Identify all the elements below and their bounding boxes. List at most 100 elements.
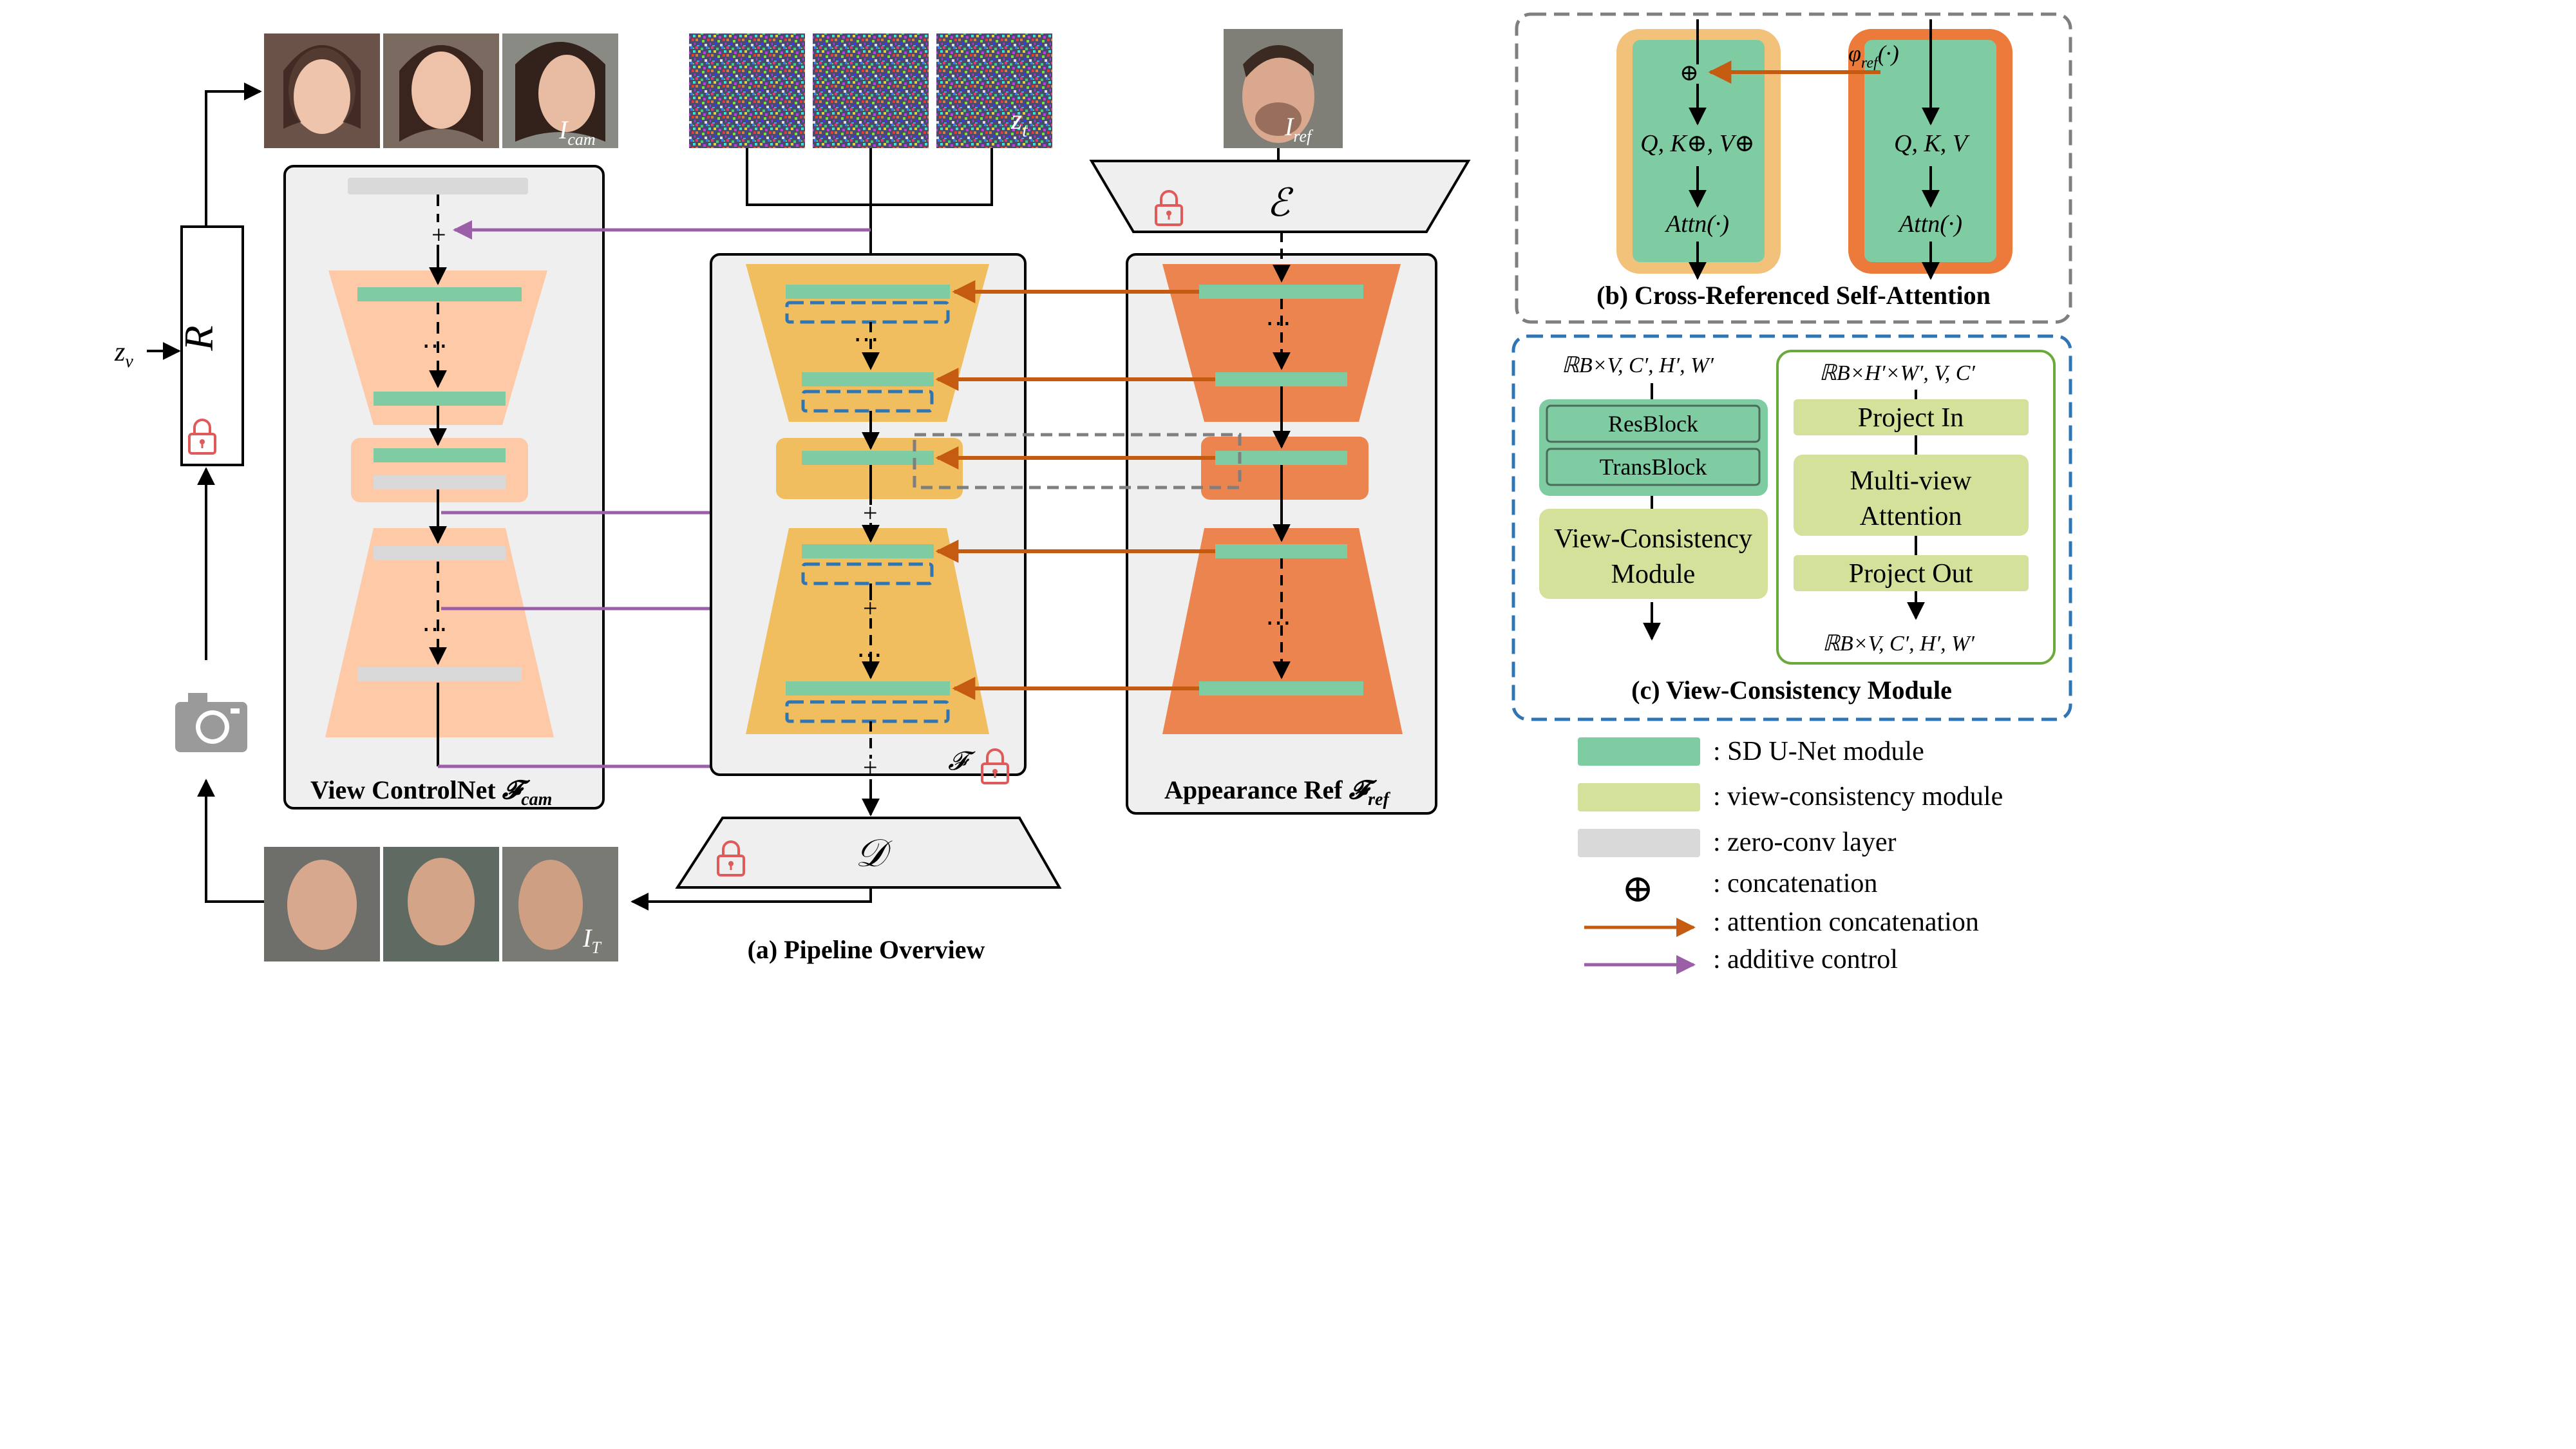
- project-out-label: Project Out: [1849, 559, 1973, 589]
- legend-zero-conv: : zero-conv layer: [1713, 828, 1897, 857]
- appearance-ref-label: Appearance Ref 𝓕ref: [1164, 775, 1390, 810]
- sd-unet-module-bar: [1215, 451, 1347, 465]
- vc-module-label-line2: Module: [1611, 560, 1696, 589]
- decoder-block: 𝒟: [675, 817, 1062, 889]
- sd-unet-module-bar: [786, 681, 950, 696]
- attention-concat-arrows: [935, 280, 1215, 700]
- zero-conv-layer: [357, 667, 522, 681]
- ellipsis: ⋯: [853, 325, 879, 354]
- noise-image: [689, 33, 805, 148]
- sd-unet-module-bar: [357, 287, 522, 301]
- panel-a-title: (a) Pipeline Overview: [748, 935, 985, 964]
- view-controlnet-panel: + ⋯ ⋯ View ControlNet 𝓕cam: [283, 165, 605, 810]
- z-t-label: zt: [1010, 104, 1028, 141]
- i-cam-label: Icam: [558, 115, 596, 149]
- renderer-label: R: [176, 325, 222, 351]
- main-unet-panel: ⋯ ⋯ + + + 𝓕: [710, 253, 1027, 817]
- zero-conv-layer: [374, 546, 506, 560]
- renderer-block: R: [176, 225, 244, 466]
- project-out-block: [1794, 555, 2029, 591]
- renderer-to-faces-arrow: [205, 82, 262, 225]
- sd-unet-module-bar: [802, 372, 934, 386]
- encoder-label: ℰ: [1267, 182, 1294, 224]
- right-output-shape-label: ℝB×V, C′, H′, W′: [1823, 632, 1975, 656]
- legend-swatch-zero-conv: [1578, 829, 1700, 857]
- vc-module-label-line1: View-Consistency: [1554, 524, 1752, 554]
- left-qkv-label: Q, K⊕, V⊕: [1640, 130, 1755, 157]
- appearance-ref-panel: ⋯ ⋯ Appearance Ref 𝓕ref: [1126, 232, 1437, 815]
- zero-conv-layer: [374, 475, 506, 489]
- sd-unet-module-bar: [374, 392, 506, 406]
- right-input-shape-label: ℝB×H′×W′, V, C′: [1819, 361, 1975, 385]
- noise-image: [813, 33, 929, 148]
- attention-zoom-box: [913, 433, 1242, 489]
- multi-view-attention-line2: Attention: [1860, 502, 1962, 531]
- ellipsis: ⋯: [422, 614, 448, 643]
- sd-unet-module-bar: [1215, 372, 1347, 386]
- panel-b-title: (b) Cross-Referenced Self-Attention: [1596, 281, 1991, 310]
- right-qkv-label: Q, K, V: [1894, 130, 1970, 157]
- vc-module-slot: [801, 390, 934, 413]
- vc-module-slot: [801, 562, 934, 585]
- target-face-photos: IT: [264, 847, 618, 961]
- legend-sd-unet: : SD U-Net module: [1713, 737, 1924, 766]
- plus-sign: +: [431, 220, 446, 249]
- ellipsis: ⋯: [1265, 308, 1291, 337]
- legend-concat-symbol: ⊕: [1622, 867, 1654, 910]
- transblock-label: TransBlock: [1600, 454, 1707, 480]
- sd-unet-module-bar: [1199, 285, 1363, 299]
- camera-icon: [175, 693, 247, 752]
- legend: : SD U-Net module : view-consistency mod…: [1578, 737, 2003, 974]
- vc-module-slot: [785, 301, 950, 324]
- sd-unet-module-bar: [802, 451, 934, 465]
- resblock-label: ResBlock: [1608, 411, 1698, 437]
- decoder-output-arrow: [630, 887, 872, 911]
- ellipsis: ⋯: [1265, 608, 1291, 637]
- legend-additive-control: : additive control: [1713, 945, 1898, 974]
- target-to-camera-arrow: [197, 779, 283, 903]
- panel-b-cross-referenced-self-attention: ⊕ Q, K⊕, V⊕ Attn(·) φref(·) Q, K, V Attn…: [1515, 12, 2072, 324]
- legend-swatch-view-consistency: [1578, 783, 1700, 811]
- right-attn-label: Attn(·): [1897, 211, 1962, 238]
- multi-view-attention-line1: Multi-view: [1850, 466, 1973, 496]
- camera-face-photos: Icam: [264, 33, 618, 149]
- sd-unet-module-bar: [786, 285, 950, 299]
- left-shape-label: ℝB×V, C′, H′, W′: [1562, 354, 1714, 377]
- plus-sign: +: [863, 753, 878, 782]
- sd-unet-module-bar: [1215, 544, 1347, 558]
- self-attention-inner: [1633, 40, 1765, 262]
- i-ref-label: Iref: [1284, 112, 1314, 146]
- legend-concatenation: : concatenation: [1713, 869, 1877, 898]
- left-attn-label: Attn(·): [1664, 211, 1729, 238]
- encoder-block: ℰ: [1089, 148, 1471, 233]
- sd-unet-module-bar: [1199, 681, 1363, 696]
- multi-view-attention-block: [1794, 455, 2029, 536]
- transblock: [1546, 448, 1761, 486]
- legend-attention-concat: : attention concatenation: [1713, 907, 1979, 937]
- resblock: [1546, 404, 1761, 443]
- sd-unet-module-bar: [802, 544, 934, 558]
- noise-latents: zt: [689, 33, 1052, 148]
- plus-sign: +: [863, 594, 878, 623]
- vc-module-block: [1539, 509, 1768, 599]
- vc-module-slot: [785, 700, 950, 723]
- zero-conv-layer: [348, 178, 528, 194]
- controlnet-mid-block: [351, 438, 528, 502]
- project-in-block: [1794, 399, 2029, 435]
- view-controlnet-label: View ControlNet 𝓕cam: [310, 775, 552, 810]
- legend-swatch-sd-unet: [1578, 737, 1700, 766]
- z-v-label: zv: [114, 337, 133, 372]
- plus-sign: +: [863, 498, 878, 527]
- panel-c-view-consistency-module: ℝB×V, C′, H′, W′ ResBlock TransBlock Vie…: [1511, 334, 2072, 721]
- reference-face: Iref: [1224, 29, 1343, 148]
- noise-image: [936, 33, 1052, 148]
- legend-view-consistency: : view-consistency module: [1713, 782, 2003, 811]
- panel-c-title: (c) View-Consistency Module: [1631, 676, 1952, 705]
- controlnet-decoder-trapezoid: [325, 528, 554, 737]
- renderer-box: [180, 225, 244, 466]
- project-in-label: Project In: [1858, 403, 1964, 433]
- ref-attention-inner: [1864, 40, 1996, 262]
- sd-unet-module-bar: [374, 448, 506, 462]
- i-t-label: IT: [582, 923, 601, 957]
